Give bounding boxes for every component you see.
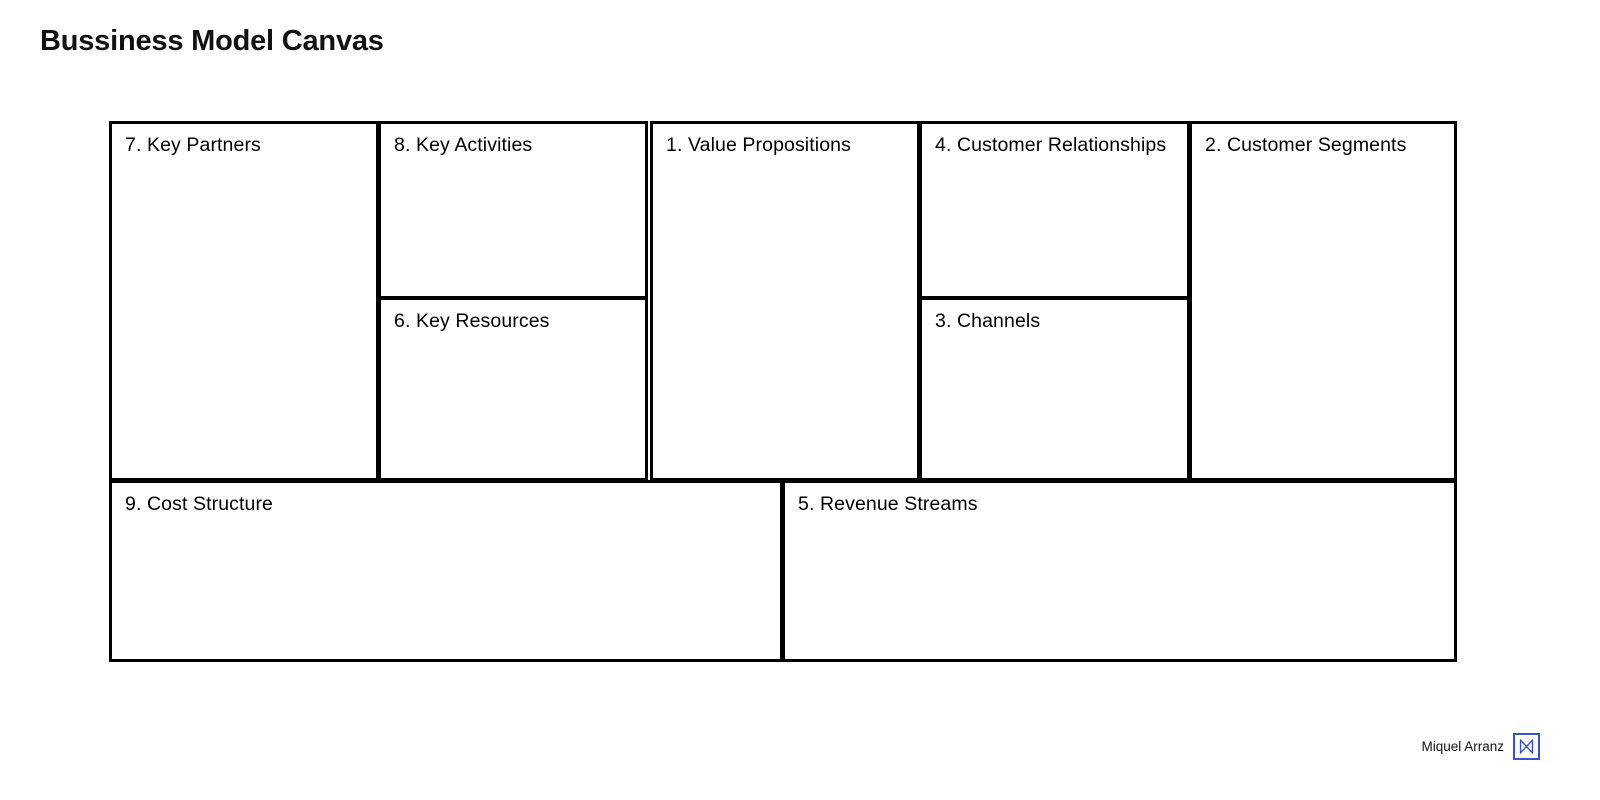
block-content-channels[interactable] [935, 344, 1177, 470]
block-content-revenue-streams[interactable] [798, 527, 1444, 651]
block-label-revenue-streams: 5. Revenue Streams [798, 493, 978, 515]
block-label-key-partners: 7. Key Partners [125, 134, 261, 156]
footer-credit: Miquel Arranz [1421, 733, 1540, 760]
block-content-key-partners[interactable] [125, 168, 366, 470]
canvas-block-key-activities[interactable]: 8. Key Activities [378, 121, 648, 299]
block-content-key-activities[interactable] [394, 168, 635, 288]
canvas-block-customer-segments[interactable]: 2. Customer Segments [1189, 121, 1457, 481]
canvas-block-cost-structure[interactable]: 9. Cost Structure [109, 480, 783, 662]
block-label-value-propositions: 1. Value Propositions [666, 134, 851, 156]
canvas-block-customer-relationships[interactable]: 4. Customer Relationships [919, 121, 1190, 299]
block-label-channels: 3. Channels [935, 310, 1041, 332]
block-content-customer-relationships[interactable] [935, 168, 1177, 288]
canvas-block-key-partners[interactable]: 7. Key Partners [109, 121, 379, 481]
block-label-customer-relationships: 4. Customer Relationships [935, 134, 1167, 156]
block-label-cost-structure: 9. Cost Structure [125, 493, 274, 515]
block-label-key-activities: 8. Key Activities [394, 134, 533, 156]
block-content-customer-segments[interactable] [1205, 168, 1444, 470]
author-name: Miquel Arranz [1421, 739, 1504, 754]
block-label-key-resources: 6. Key Resources [394, 310, 550, 332]
block-content-cost-structure[interactable] [125, 527, 770, 651]
canvas-block-channels[interactable]: 3. Channels [919, 297, 1190, 481]
block-content-value-propositions[interactable] [666, 168, 907, 470]
block-content-key-resources[interactable] [394, 344, 635, 470]
canvas-block-revenue-streams[interactable]: 5. Revenue Streams [782, 480, 1457, 662]
page-title: Bussiness Model Canvas [40, 25, 384, 57]
canvas-block-value-propositions[interactable]: 1. Value Propositions [650, 121, 920, 481]
canvas-block-key-resources[interactable]: 6. Key Resources [378, 297, 648, 481]
monogram-logo-icon [1513, 733, 1540, 760]
business-model-canvas: 7. Key Partners 8. Key Activities 6. Key… [109, 121, 1457, 662]
block-label-customer-segments: 2. Customer Segments [1205, 134, 1407, 156]
